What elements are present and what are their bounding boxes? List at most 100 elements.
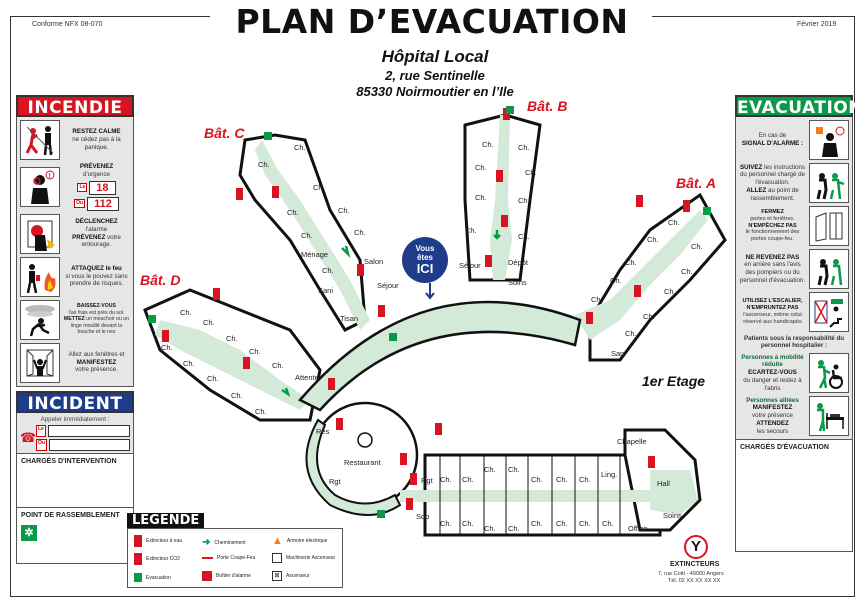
- elevator-icon: ⊠: [272, 571, 282, 581]
- room-label: Ch.: [475, 163, 487, 172]
- room-label: Ch.: [531, 519, 543, 528]
- supplier-logo-icon: Y: [684, 535, 708, 559]
- room-label: Ch.: [207, 374, 219, 383]
- room-label: Salon: [364, 257, 384, 266]
- room-label: Ch.: [301, 231, 313, 240]
- room-label: Ch.: [180, 308, 192, 317]
- room-label: Ch.: [440, 475, 452, 484]
- room-label: Ch.: [556, 475, 568, 484]
- alarm-box-icon: [202, 571, 212, 581]
- room-label: Sani: [318, 286, 334, 295]
- room-label: Ch.: [440, 519, 452, 528]
- room-label: Ch.: [625, 329, 637, 338]
- phone-field-1[interactable]: [47, 424, 130, 437]
- evac-step-follow: SUIVEZ les instructions du personnel cha…: [739, 163, 849, 203]
- elevator-machinery-icon: [272, 553, 282, 563]
- follow-staff-icon: [809, 163, 849, 203]
- alarm-button-icon: [20, 213, 60, 254]
- svg-text:!: !: [49, 173, 51, 180]
- legend-item: Machinerie Ascenseur: [272, 553, 335, 563]
- charges-intervention-label: CHARGÉS D'INTERVENTION: [21, 457, 117, 465]
- legend-item: ⊠Ascenseur: [272, 571, 310, 581]
- legend-item: Porte Coupe-Feu: [202, 555, 255, 561]
- charges-intervention-box: CHARGÉS D'INTERVENTION: [16, 453, 134, 508]
- room-label: Ch.: [508, 524, 520, 533]
- legend-panel: Extincteur à eau Extincteur CO2 Evacuati…: [127, 528, 343, 588]
- supplier-name: EXTINCTEURS: [670, 561, 720, 568]
- room-label: Ch.: [272, 361, 284, 370]
- assembly-point-icon: ✲: [21, 524, 37, 541]
- room-label: San: [611, 349, 625, 358]
- floor-label: 1er Etage: [642, 373, 706, 389]
- room-label: Ch.: [556, 519, 568, 528]
- legend-item: Extincteur à eau: [134, 535, 182, 547]
- route-arrow-icon: [493, 230, 501, 240]
- phone-field-2[interactable]: [48, 438, 130, 451]
- room-label: Ch.: [249, 347, 261, 356]
- fire-door-icon: [202, 557, 213, 559]
- room-label: Séjour: [377, 281, 399, 290]
- building-label-b: Bât. B: [527, 98, 568, 114]
- room-label: Chapelle: [617, 437, 647, 446]
- route-arrow-icon: ➜: [202, 537, 211, 548]
- legend-item: ➜Cheminement: [202, 537, 246, 548]
- stairs-no-elevator-icon: [809, 292, 849, 332]
- room-label: Ch.: [591, 295, 603, 304]
- legend-item: Boîtier d'alarme: [202, 571, 251, 581]
- incident-title: INCIDENT: [16, 390, 134, 414]
- frame-top-right: [652, 16, 855, 17]
- supplier-address: 7, rue Cotti - 49000 Angers: [658, 571, 724, 577]
- room-label: Ch.: [579, 519, 591, 528]
- room-label: Ch.: [625, 258, 637, 267]
- route-arrow-icon: [341, 245, 351, 259]
- no-return-icon: [809, 249, 849, 289]
- room-label: Ch.: [664, 287, 676, 296]
- water-extinguisher-icon: [134, 535, 142, 547]
- room-label: Ch.: [647, 235, 659, 244]
- legend-title: LEGENDE: [127, 513, 205, 529]
- frame-right: [854, 16, 855, 596]
- evacuation-title: EVACUATION: [735, 95, 862, 118]
- room-label: Ch.: [643, 312, 655, 321]
- room-label: Ch.: [294, 143, 306, 152]
- legend-item: Evacuation: [134, 573, 171, 582]
- room-label: Ch.: [462, 519, 474, 528]
- date-label: Février 2019: [797, 21, 837, 28]
- room-label: Ch.: [258, 160, 270, 169]
- room-label: Ch.: [484, 465, 496, 474]
- room-label: Ch.: [484, 524, 496, 533]
- room-label: Rés: [316, 427, 330, 436]
- window-person-icon: [20, 342, 60, 383]
- floor-plan: [143, 106, 727, 537]
- room-label: Ch.: [161, 343, 173, 352]
- evacuation-exit-markers: [148, 106, 711, 518]
- room-label: Ch.: [462, 475, 474, 484]
- frame-left: [10, 16, 11, 596]
- room-label: Ch.: [668, 218, 680, 227]
- room-label: Ménage: [301, 250, 329, 259]
- electrical-cabinet-icon: ▲: [272, 535, 283, 547]
- room-label: Ch.: [482, 140, 494, 149]
- room-label: Rgt: [329, 477, 341, 486]
- room-label: Ch.: [226, 334, 238, 343]
- assembly-point-label: POINT DE RASSEMBLEMENT: [21, 511, 120, 519]
- room-label: Ch.: [255, 407, 267, 416]
- room-label: Restaurant: [344, 458, 381, 467]
- charges-evacuation-box: CHARGÉS D'ÉVACUATION: [735, 440, 853, 552]
- patients-note: Patients sous la responsabilité du perso…: [743, 335, 845, 349]
- bedridden-icon: [809, 396, 849, 436]
- emergency-number-112: 112: [87, 196, 119, 211]
